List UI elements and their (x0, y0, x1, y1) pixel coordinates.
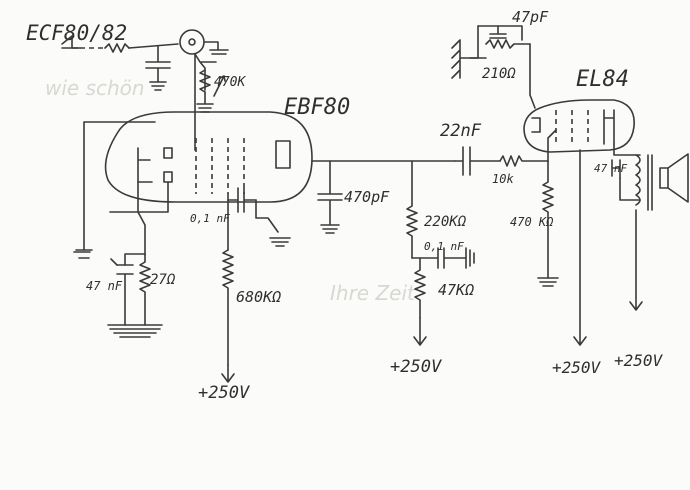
feedback-wire-top (477, 25, 523, 41)
resistor-47k (414, 257, 426, 319)
label-r210: 210Ω (482, 66, 516, 82)
label-c470pf: 470pF (344, 188, 390, 206)
coax-ground (203, 41, 229, 55)
input-wire (128, 43, 179, 49)
el84-envelope (523, 99, 635, 153)
resistor-27ohm (139, 254, 151, 326)
label-r220k: 220KΩ (424, 214, 467, 230)
cap-output-wire (619, 177, 641, 201)
cap-01nf-screen (227, 187, 257, 213)
screen-cap-ground (255, 199, 291, 247)
ebf80-cathode (137, 147, 153, 183)
cap-01nf-decouple (411, 247, 467, 269)
supply-arrow-1 (221, 364, 235, 383)
cap-47pf (489, 25, 507, 39)
coax-pin (188, 38, 196, 46)
supply-arrow-3 (573, 149, 587, 346)
pot-wire (194, 53, 217, 91)
label-c47nf-out: 47 nF (594, 162, 627, 175)
cap-47nf-polarity (110, 258, 118, 266)
ebf80-frame-wire (83, 121, 156, 251)
label-r47k: 47KΩ (438, 281, 474, 299)
resistor-210ohm (485, 39, 531, 49)
ecf-leader (61, 35, 81, 49)
el84-grids (555, 110, 589, 144)
label-supply-3: +250V (552, 358, 602, 377)
label-c22nf: 22nF (440, 121, 482, 141)
ebf80-anode (275, 140, 291, 169)
resistor-10k (499, 155, 549, 167)
el84-anode (603, 109, 615, 145)
pot-ground (196, 91, 214, 113)
label-r470: 470 KΩ (510, 215, 554, 229)
cap-470pf-ground (317, 160, 343, 234)
cap-47nf-out (611, 159, 621, 179)
label-c01nf-decouple: 0,1 nF (424, 240, 464, 253)
speaker-icon (659, 153, 689, 203)
label-ebf80: EBF80 (284, 95, 350, 120)
cathode-ground (107, 324, 163, 338)
label-c01nf-screen: 0,1 nF (190, 212, 230, 225)
ghost-text: wie schön (45, 76, 145, 100)
anode-output-wire (613, 143, 641, 156)
output-coil (635, 154, 641, 206)
cathode-wire (137, 181, 146, 256)
pot-470k (199, 69, 211, 93)
el84-grid-wire (547, 129, 557, 162)
label-c47pf: 47pF (512, 8, 549, 26)
label-el84: EL84 (576, 67, 629, 92)
label-supply-4: +250V (614, 351, 664, 370)
label-r470k: 470K (214, 75, 246, 90)
supply-arrow-2 (413, 317, 427, 346)
label-r680k: 680KΩ (236, 288, 281, 306)
label-ecf80: ECF80/82 (26, 21, 127, 45)
supply-arrow-4 (629, 209, 643, 311)
el84-cathode (531, 117, 541, 133)
decouple-ground (465, 247, 475, 269)
grid-leak-ground (537, 277, 559, 287)
diode-anode (163, 147, 173, 159)
pot-arrow (213, 75, 226, 97)
feedback-wire-left (469, 25, 487, 59)
coax-connector (179, 29, 205, 55)
diode-anode (163, 171, 173, 183)
feedback-ground (451, 39, 461, 79)
el84-cathode-wire (529, 43, 536, 109)
label-supply-1: +250V (198, 383, 250, 403)
label-r10k: 10k (492, 172, 514, 186)
label-c47nf-cathode: 47 nF (86, 279, 123, 293)
cap-47nf (116, 264, 134, 275)
input-capacitor-ground (145, 45, 171, 91)
label-r27: 27Ω (150, 272, 176, 288)
input-resistor (104, 43, 130, 53)
cap-22nf (454, 146, 501, 176)
diode-wire (109, 181, 169, 213)
resistor-220k (406, 160, 418, 259)
ghost-text: Ihre Zeit (330, 281, 416, 305)
cathode-node (124, 253, 146, 266)
resistor-470k (542, 160, 554, 279)
ebf80-envelope (104, 111, 313, 203)
ebf80-grids (195, 138, 245, 194)
transformer-core (647, 154, 653, 211)
label-supply-2: +250V (390, 357, 442, 377)
resistor-680k (222, 249, 234, 366)
ebf80-ground (73, 249, 93, 259)
